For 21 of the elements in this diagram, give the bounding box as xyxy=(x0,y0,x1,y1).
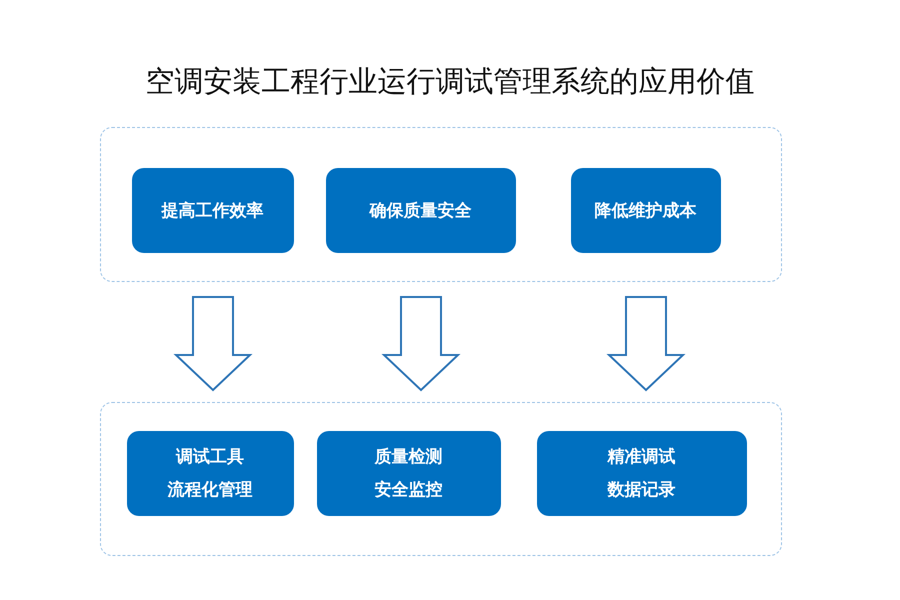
box-label: 调试工具 xyxy=(176,446,244,468)
box-label: 流程化管理 xyxy=(168,479,252,501)
value-box xyxy=(126,430,294,516)
box-label: 质量检测 xyxy=(374,446,442,468)
box-label: 安全监控 xyxy=(374,479,442,501)
block-arrow xyxy=(606,296,686,392)
box-label: 精准调试 xyxy=(608,446,676,468)
block-arrow xyxy=(173,296,253,392)
value-box xyxy=(570,168,720,252)
group-frame xyxy=(100,402,782,556)
value-box xyxy=(316,430,500,516)
box-label: 数据记录 xyxy=(608,479,676,501)
title: 空调安装工程行业运行调试管理系统的应用价值 xyxy=(144,63,756,100)
block-arrow xyxy=(381,296,461,392)
box-label: 降低维护成本 xyxy=(594,200,696,222)
value-box xyxy=(536,430,746,516)
group-frame xyxy=(100,127,782,282)
value-box xyxy=(326,168,516,252)
box-label: 确保质量安全 xyxy=(370,200,472,222)
value-box xyxy=(132,168,294,252)
box-label: 提高工作效率 xyxy=(162,200,264,222)
